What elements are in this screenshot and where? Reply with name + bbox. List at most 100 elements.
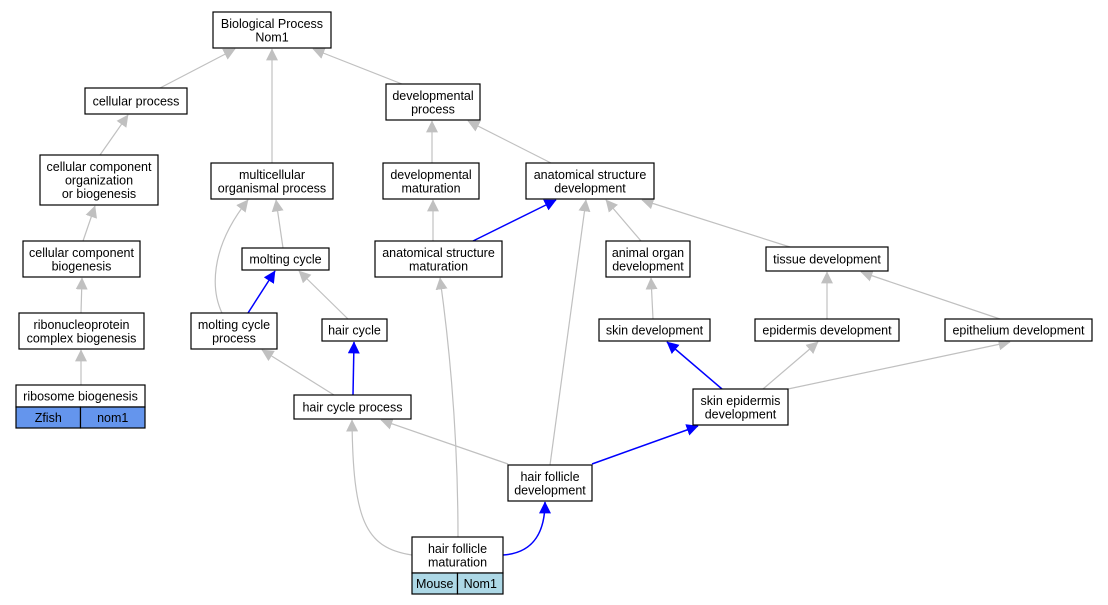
node-box	[692, 388, 789, 426]
node-label: development	[554, 181, 626, 195]
node-td[interactable]: tissue development	[765, 246, 889, 272]
node-ed[interactable]: epidermis development	[754, 318, 900, 342]
annotation-cell	[456, 572, 504, 595]
node-epd[interactable]: epithelium development	[944, 318, 1093, 342]
node-label: development	[612, 259, 684, 273]
node-label: anatomical structure	[534, 168, 647, 182]
edge-hfm-to-hfd	[502, 501, 551, 556]
edge-hfd-to-sed	[591, 424, 699, 465]
edge-asd-to-dp	[467, 120, 552, 164]
edge-hcp-to-hc	[347, 341, 360, 396]
node-label: multicellular	[239, 168, 305, 182]
edge-hfd-to-asd	[549, 199, 591, 466]
node-box	[190, 312, 278, 350]
node-box	[321, 318, 388, 342]
node-label: ribosome biogenesis	[23, 390, 138, 404]
node-box	[241, 247, 330, 271]
node-label: developmental	[392, 89, 473, 103]
edge-hfm-to-hcp	[346, 419, 413, 556]
node-box	[382, 162, 480, 200]
node-label: developmental	[390, 168, 471, 182]
node-label: anatomical structure	[382, 246, 495, 260]
node-box	[22, 240, 141, 278]
edge-rcb-to-ccb	[75, 277, 88, 314]
edge-mcp-to-mc	[247, 270, 276, 314]
annotation-label: Mouse	[416, 577, 454, 591]
node-label: molting cycle	[249, 253, 321, 267]
node-label: ribonucleoprotein	[34, 318, 130, 332]
edge-td-to-asd	[641, 197, 791, 248]
node-label: hair follicle	[520, 470, 579, 484]
edge-sd-to-aod	[645, 277, 658, 320]
node-box	[84, 87, 188, 115]
node-label: process	[411, 102, 455, 116]
node-label: hair follicle	[428, 542, 487, 556]
node-box	[525, 162, 655, 200]
node-box	[385, 83, 481, 121]
node-label: epidermis development	[762, 324, 892, 338]
node-hcp[interactable]: hair cycle process	[293, 394, 412, 420]
node-box	[210, 162, 334, 200]
node-box	[507, 464, 593, 502]
node-mc[interactable]: molting cycle	[241, 247, 330, 271]
node-label: tissue development	[773, 253, 881, 267]
node-box	[411, 536, 504, 574]
node-label: maturation	[428, 555, 487, 569]
edge-cp-to-bp	[159, 48, 236, 89]
node-box	[293, 394, 412, 420]
node-label: skin epidermis	[701, 394, 781, 408]
edge-sed-to-ed	[762, 341, 819, 390]
annotation-label: Zfish	[35, 411, 62, 425]
node-box	[765, 246, 889, 272]
node-label: skin development	[606, 324, 704, 338]
node-label: maturation	[409, 259, 468, 273]
node-sd[interactable]: skin development	[598, 318, 711, 342]
node-box	[39, 154, 159, 206]
node-label: cellular component	[29, 246, 134, 260]
edge-ccob-to-cp	[99, 114, 129, 156]
edge-asm-to-asd	[472, 199, 557, 242]
edge-epd-to-td	[860, 269, 1001, 320]
node-box	[374, 240, 503, 278]
edge-sed-to-epd	[787, 338, 1011, 390]
node-box	[944, 318, 1093, 342]
node-label: biogenesis	[52, 259, 112, 273]
node-box	[598, 318, 711, 342]
node-label: hair cycle process	[302, 401, 402, 415]
node-hc[interactable]: hair cycle	[321, 318, 388, 342]
edge-aod-to-asd	[605, 199, 642, 242]
edge-dp-to-bp	[312, 47, 403, 85]
node-label: development	[705, 407, 777, 421]
node-label: development	[514, 483, 586, 497]
node-box	[18, 312, 145, 350]
annotation-cell	[79, 406, 146, 429]
node-label: epithelium development	[952, 324, 1085, 338]
node-label: complex biogenesis	[27, 331, 137, 345]
annotation-label: Nom1	[464, 577, 497, 591]
node-box	[754, 318, 900, 342]
edge-layer	[75, 47, 1011, 556]
node-label: organization	[65, 174, 133, 188]
node-label: cellular component	[47, 160, 152, 174]
edge-hfm-to-asm	[435, 277, 459, 538]
edge-sed-to-sd	[666, 341, 723, 390]
node-cp[interactable]: cellular process	[84, 87, 188, 115]
node-label: Biological Process	[221, 17, 323, 31]
